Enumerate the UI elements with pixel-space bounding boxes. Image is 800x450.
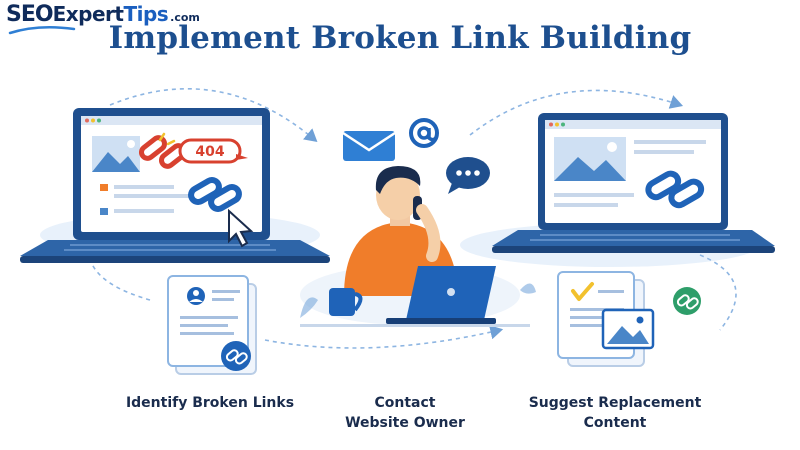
chat-bubble-icon bbox=[446, 157, 490, 194]
brand-expert: Expert bbox=[52, 2, 124, 26]
step-3-line-1: Suggest Replacement bbox=[528, 395, 702, 411]
at-sign-icon bbox=[409, 118, 439, 148]
step-suggest-label: Suggest Replacement Content bbox=[505, 393, 725, 433]
green-link-badge bbox=[673, 287, 701, 315]
step-1-text: Identify Broken Links bbox=[125, 395, 295, 411]
step-3-line-2: Content bbox=[583, 415, 647, 431]
error-404-text: 404 bbox=[195, 144, 224, 160]
envelope-icon bbox=[342, 131, 396, 161]
brand-domain: .com bbox=[170, 11, 200, 24]
step-2-line-2: Website Owner bbox=[345, 415, 465, 431]
link-icon bbox=[188, 177, 242, 212]
cursor-icon bbox=[228, 208, 254, 248]
error-404-badge bbox=[178, 138, 248, 164]
logo-swoosh-icon bbox=[8, 25, 76, 35]
leaf-decoration-left bbox=[300, 297, 318, 318]
page-title: Implement Broken Link Building bbox=[108, 20, 692, 56]
step-identify-label: Identify Broken Links bbox=[100, 393, 320, 413]
brand-logo: SEO Expert Tips .com bbox=[6, 2, 200, 36]
brand-seo: SEO bbox=[6, 2, 54, 27]
checkmark-icon bbox=[571, 282, 594, 301]
right-link-icon bbox=[645, 170, 705, 209]
flow-arrow-bottom bbox=[264, 325, 504, 349]
step-2-line-1: Contact bbox=[374, 395, 436, 411]
right-laptop bbox=[492, 113, 775, 253]
flow-arrow-top-right bbox=[469, 89, 684, 136]
image-icon bbox=[601, 308, 655, 350]
brand-tips: Tips bbox=[123, 2, 169, 26]
profile-document bbox=[167, 275, 257, 375]
flow-arrow-right-loop bbox=[699, 254, 737, 331]
step-contact-label: Contact Website Owner bbox=[320, 393, 490, 433]
replacement-document bbox=[557, 271, 655, 367]
flow-arrow-left-loop bbox=[88, 239, 151, 301]
person-on-phone bbox=[300, 166, 530, 327]
leaf-decoration-right bbox=[520, 283, 536, 294]
